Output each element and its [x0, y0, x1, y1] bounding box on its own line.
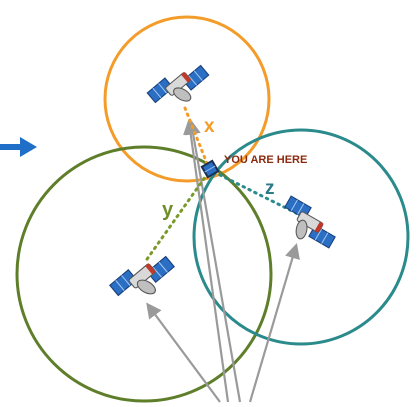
satellite-icon	[280, 186, 339, 259]
range-circle-z	[192, 128, 410, 346]
label-x: x	[204, 116, 215, 137]
signal-rays	[146, 118, 300, 403]
distance-line-x	[183, 106, 210, 168]
label-y: y	[162, 199, 174, 221]
ray-to-satellite-y	[146, 302, 221, 403]
satellite-icon	[109, 256, 175, 298]
gps-receiver-icon	[200, 159, 220, 179]
ray-to-satellite-z	[248, 243, 300, 403]
range-circle-x	[103, 15, 271, 183]
you-are-here-label: YOU ARE HERE	[224, 154, 307, 166]
ray-to-satellite-x-2	[185, 118, 242, 403]
satellite-icon	[146, 64, 210, 105]
range-circle-y	[15, 145, 273, 403]
ray-to-satellite-x	[183, 118, 230, 403]
right-arrow-icon	[0, 137, 37, 157]
label-z: z	[265, 178, 275, 199]
distance-line-y	[143, 171, 210, 264]
